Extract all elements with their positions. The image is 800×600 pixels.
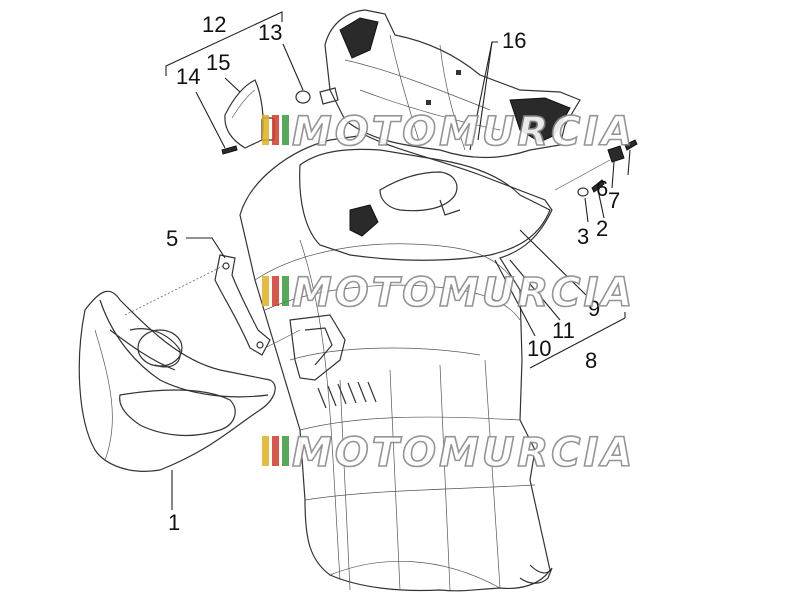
handlebar-cover [324,9,581,159]
watermark-top: MOTOMURCIA [262,108,635,156]
screw-6 [624,139,638,151]
bulb-13 [295,87,339,105]
grille-slots [317,381,377,409]
headlight-assembly [78,290,276,472]
watermark-bottom: MOTOMURCIA [262,429,635,477]
callout-15: 15 [206,50,230,75]
leader-lines [124,11,631,510]
callout-10: 10 [527,336,551,361]
callout-12: 12 [202,12,226,37]
watermark-text-middle: MOTOMURCIA [292,270,635,316]
callout-2: 2 [596,216,608,241]
callout-5: 5 [166,226,178,251]
fasteners-right [577,139,638,197]
watermark-text-top: MOTOMURCIA [292,109,635,155]
callout-7: 7 [608,188,620,213]
callout-3: 3 [577,224,589,249]
front-shield [239,134,553,592]
watermark-text-bottom: MOTOMURCIA [292,430,635,476]
screw-2 [591,179,605,193]
callout-8: 8 [585,348,597,373]
callout-14: 14 [176,64,200,89]
callout-1: 1 [168,510,180,535]
callout-16: 16 [502,28,526,53]
inner-cowl [299,148,551,261]
callout-9: 9 [588,296,600,321]
clip-7 [607,145,625,163]
watermark-middle: MOTOMURCIA [262,269,635,317]
screw-14 [221,145,238,155]
callout-6: 6 [596,176,608,201]
callout-11: 11 [552,318,575,343]
washer-3 [577,187,589,197]
callout-13: 13 [258,20,282,45]
callout-labels: 12 13 14 15 16 5 1 6 7 2 3 9 11 10 8 [166,12,620,535]
